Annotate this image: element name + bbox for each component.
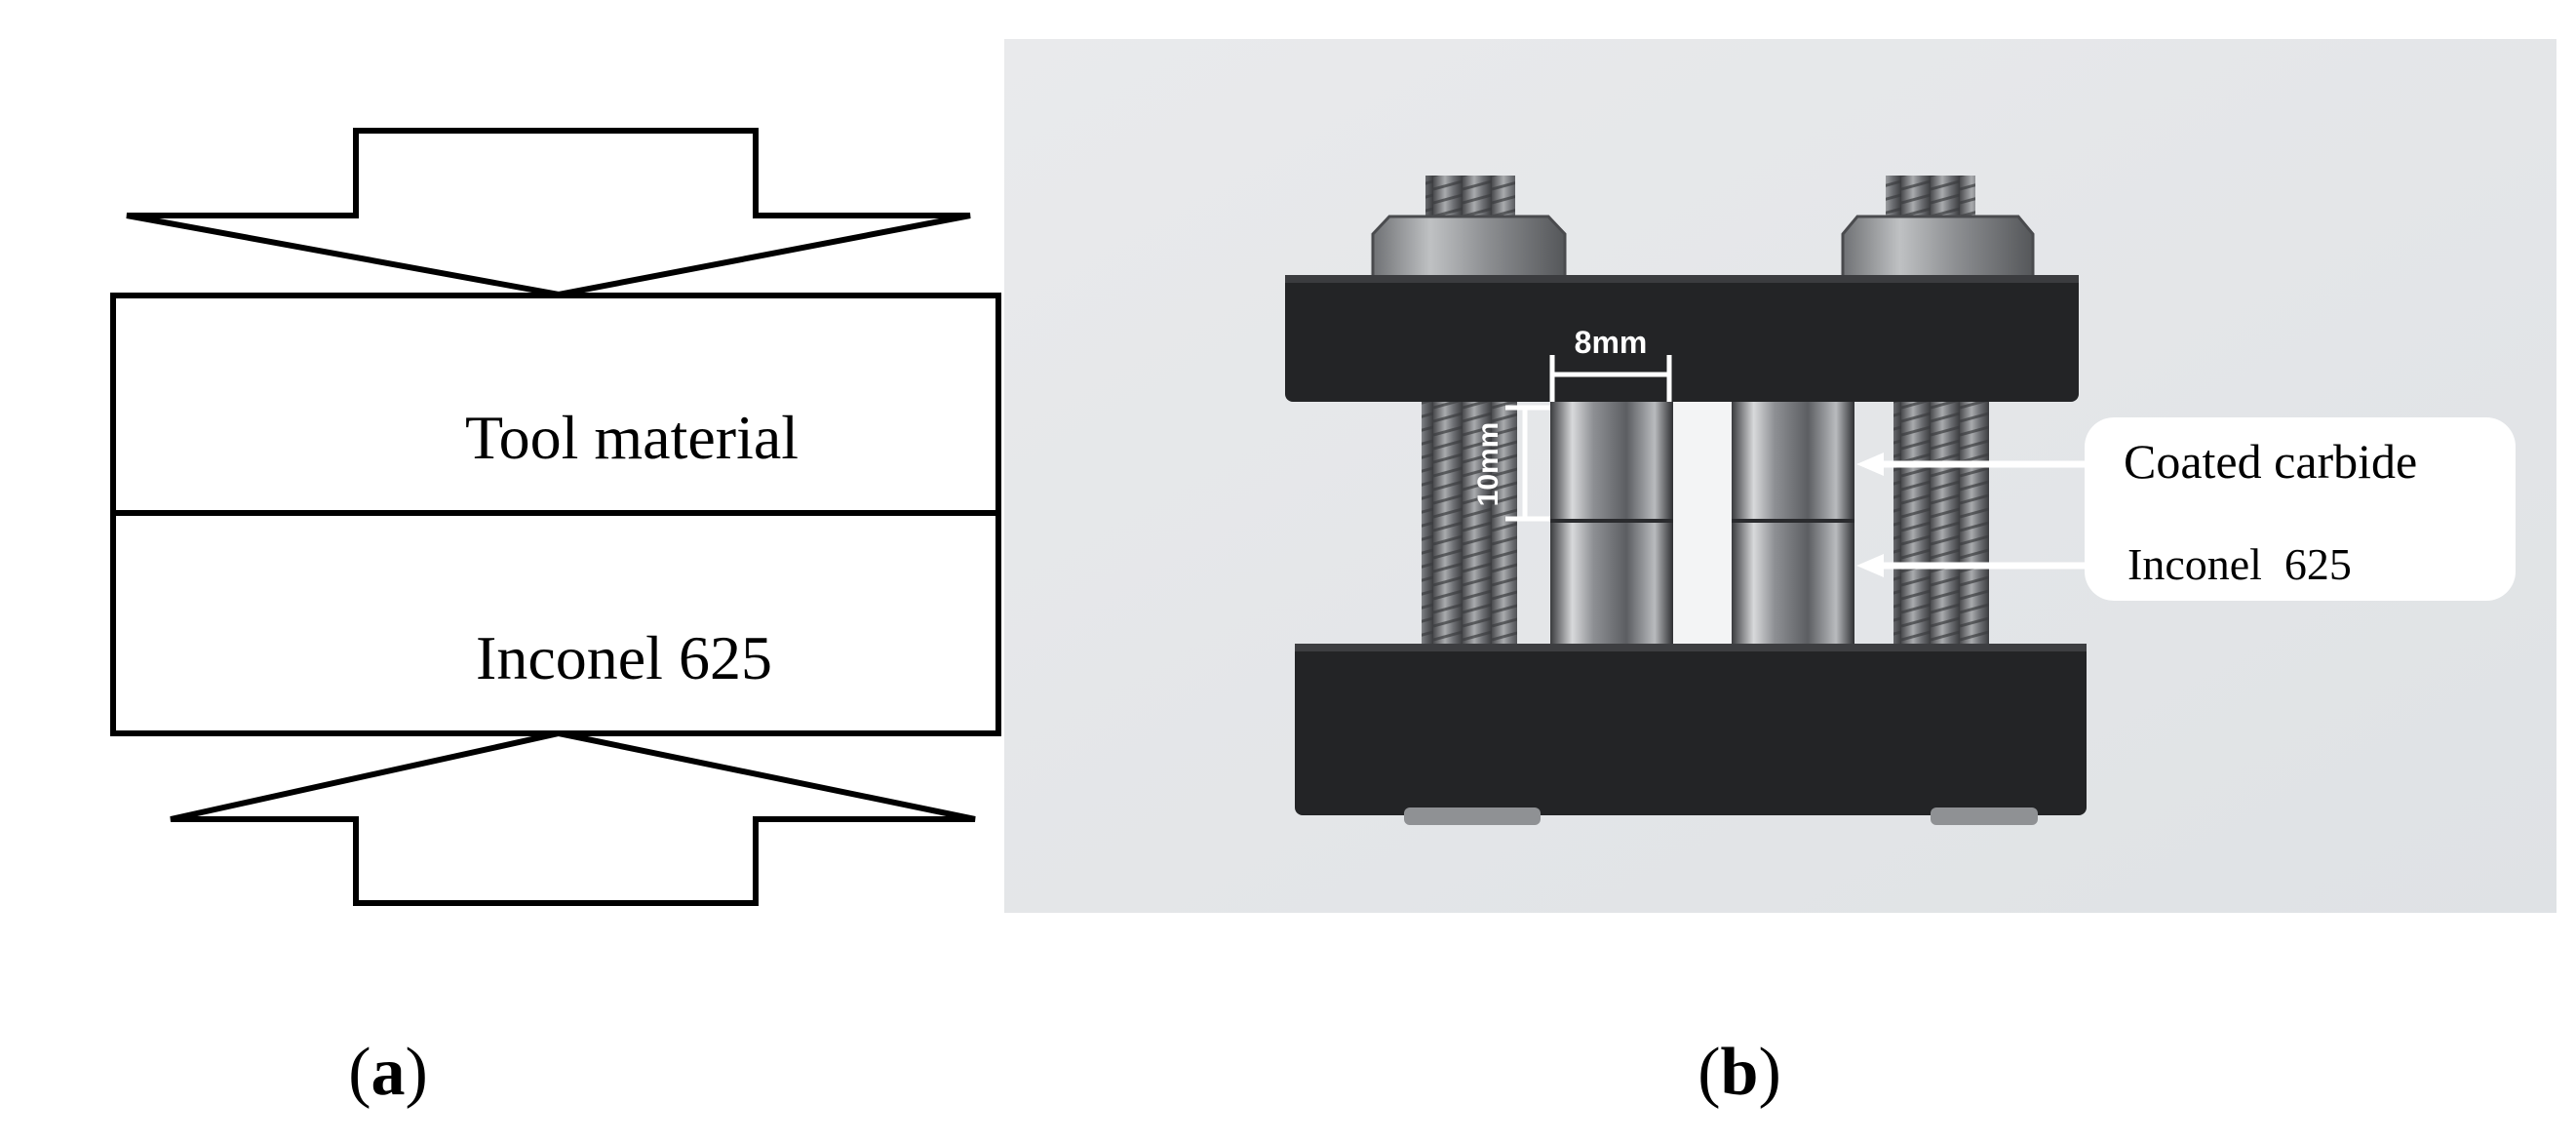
callout-box [2085,417,2516,601]
panel-a-schematic: Tool material Inconel 625 [110,128,1001,906]
panel-a-caption: (a) [348,1035,428,1110]
panel-b-photo: 8mm 10mm Coated carbide Inconel 625 [1004,39,2556,913]
inconel-callout-label: Inconel 625 [2127,539,2352,589]
right-carbide-cylinder [1732,402,1854,521]
coated-carbide-label: Coated carbide [2124,434,2417,489]
bottom-compression-arrow [170,729,976,906]
width-dimension-label: 8mm [1575,325,1648,360]
width-dimension: 8mm [1549,325,1672,402]
top-plate-highlight [1285,275,2079,283]
bottom-fixture-plate [1295,644,2087,815]
panel-b-caption: (b) [1698,1035,1781,1110]
tool-material-label: Tool material [465,403,799,472]
coated-carbide-arrow [1856,453,2172,476]
inconel-arrow [1856,554,2106,577]
left-bolt-head [1404,807,1541,825]
tool-material-layer [110,293,1001,516]
right-bolt-head [1931,807,2038,825]
panel-b-caption-letter: b [1721,1035,1759,1110]
top-fixture-plate [1285,275,2079,402]
top-compression-arrow [126,128,971,298]
inconel-label: Inconel 625 [476,623,772,692]
height-dimension: 10mm [1472,405,1550,522]
height-dimension-label: 10mm [1472,422,1504,507]
left-inconel-cylinder [1550,521,1673,646]
cylinder-gap [1672,402,1733,646]
left-carbide-cylinder [1550,402,1673,521]
bottom-plate-highlight [1295,644,2087,651]
right-inconel-cylinder [1732,521,1854,646]
right-nut [1841,215,2035,280]
panel-a-caption-letter: a [371,1035,406,1110]
left-specimen-stack [1550,402,1673,646]
left-nut [1371,215,1567,280]
right-specimen-stack [1732,402,1854,646]
inconel-layer [110,510,1001,736]
